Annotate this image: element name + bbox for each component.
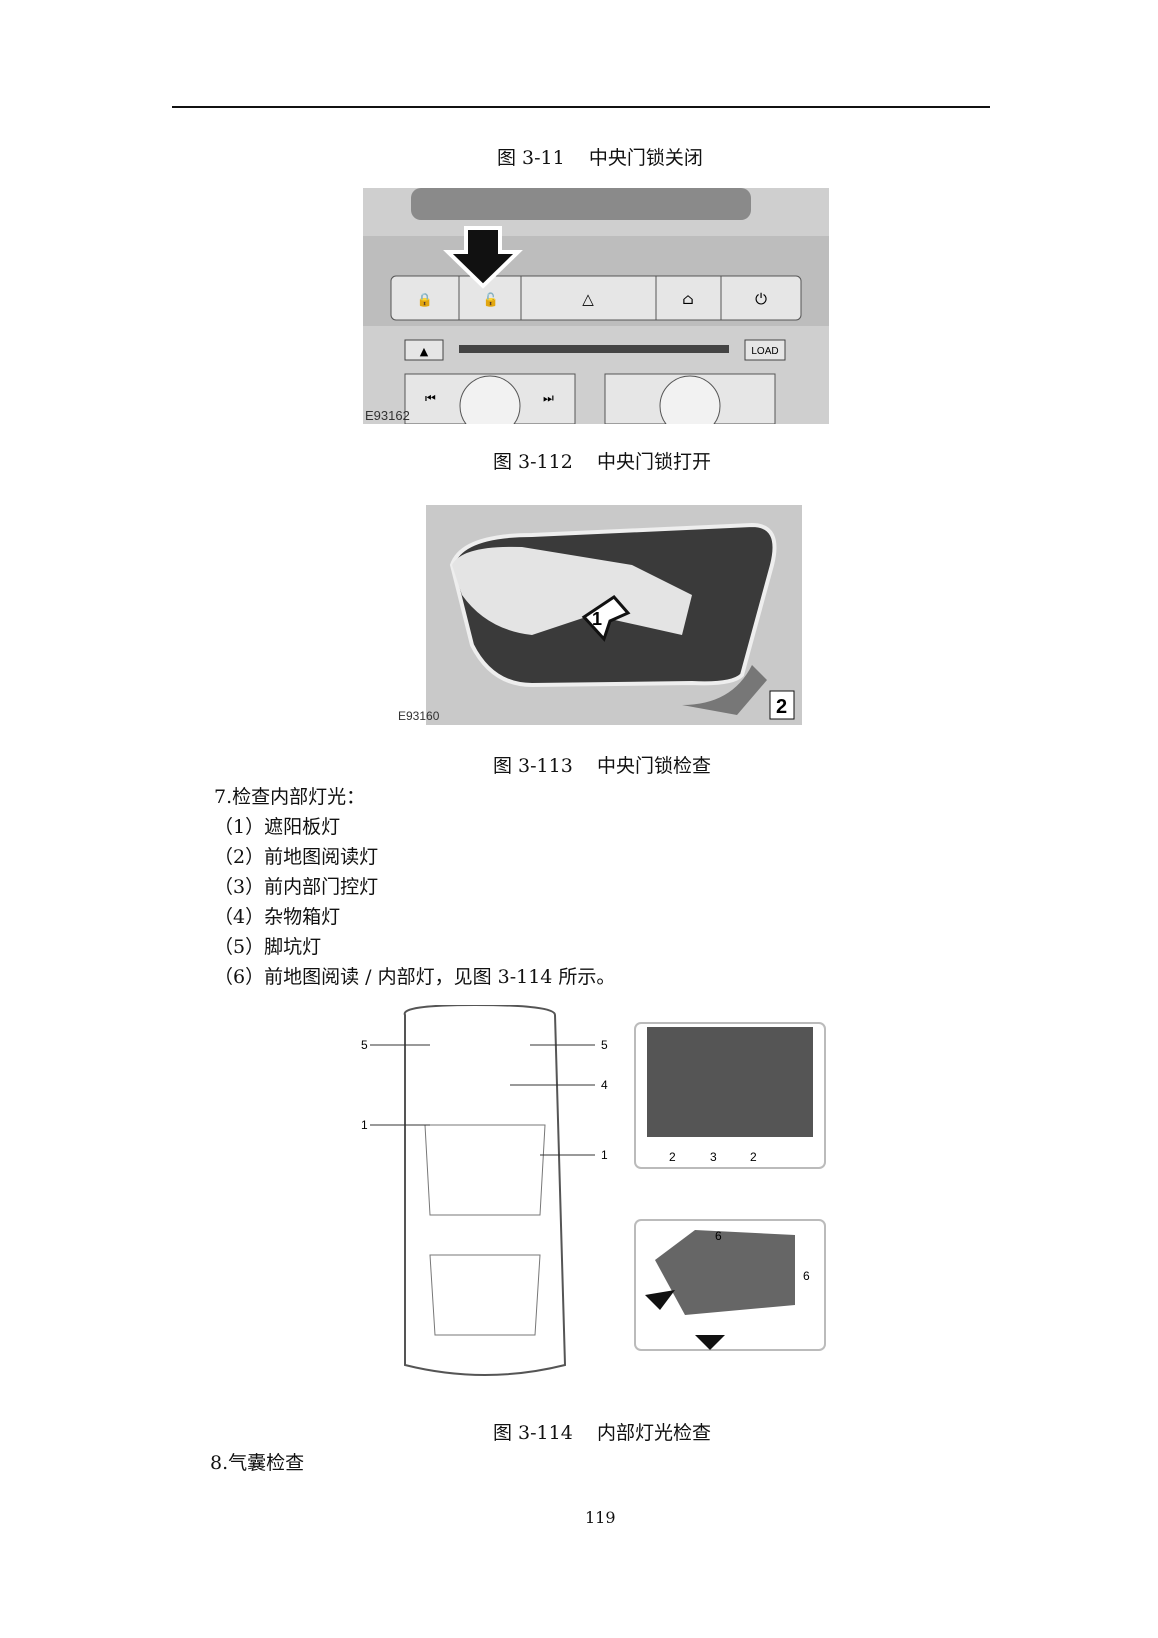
svg-text:2: 2 (750, 1150, 757, 1164)
svg-text:⏮: ⏮ (425, 391, 436, 405)
svg-text:2: 2 (776, 696, 787, 718)
svg-text:4: 4 (601, 1078, 608, 1092)
caption-fig-3-113: 图 3-113 中央门锁检查 (493, 755, 711, 777)
svg-text:3: 3 (710, 1150, 717, 1164)
page-number: 119 (585, 1508, 616, 1527)
list-item: （5）脚坑灯 (214, 936, 322, 958)
console-figure: 🔒 🔓 △ ⌂ ⏻ ▲ LOAD ⏮ ⏭ E93162 (363, 188, 829, 424)
svg-text:6: 6 (715, 1229, 722, 1243)
svg-text:5: 5 (601, 1038, 608, 1052)
svg-text:E93162: E93162 (365, 408, 410, 423)
power-icon: ⏻ (755, 290, 767, 308)
svg-text:LOAD: LOAD (751, 346, 778, 357)
home-icon: ⌂ (682, 290, 693, 308)
list-item: （2）前地图阅读灯 (214, 846, 379, 868)
svg-text:⏭: ⏭ (543, 391, 554, 405)
list-item: （6）前地图阅读 / 内部灯，见图 3-114 所示。 (214, 966, 616, 988)
svg-text:1: 1 (361, 1118, 368, 1132)
svg-text:1: 1 (601, 1148, 608, 1162)
svg-text:E93160: E93160 (398, 709, 440, 723)
svg-text:1: 1 (592, 609, 602, 629)
list-item: （4）杂物箱灯 (214, 906, 341, 928)
caption-fig-3-114: 图 3-114 内部灯光检查 (493, 1422, 711, 1444)
caption-fig-3-112: 图 3-112 中央门锁打开 (493, 451, 711, 473)
eject-icon: ▲ (420, 345, 429, 358)
door-handle-figure: 1 2 E93160 (398, 505, 802, 725)
unlock-icon: 🔓 (483, 292, 499, 308)
svg-text:2: 2 (669, 1150, 676, 1164)
list-item: （3）前内部门控灯 (214, 876, 379, 898)
section-8-heading: 8.气囊检查 (210, 1452, 305, 1474)
interior-lighting-figure: 5 5 4 1 1 2 3 2 6 6 (361, 1005, 826, 1376)
svg-text:6: 6 (803, 1269, 810, 1283)
section-7-heading: 7.检查内部灯光： (214, 786, 366, 808)
hazard-icon: △ (582, 290, 594, 308)
svg-text:5: 5 (361, 1038, 368, 1052)
list-item: （1）遮阳板灯 (214, 816, 341, 838)
lock-icon: 🔒 (417, 293, 433, 308)
caption-fig-3-11: 图 3-11 中央门锁关闭 (497, 147, 703, 169)
header-rule (172, 106, 990, 108)
